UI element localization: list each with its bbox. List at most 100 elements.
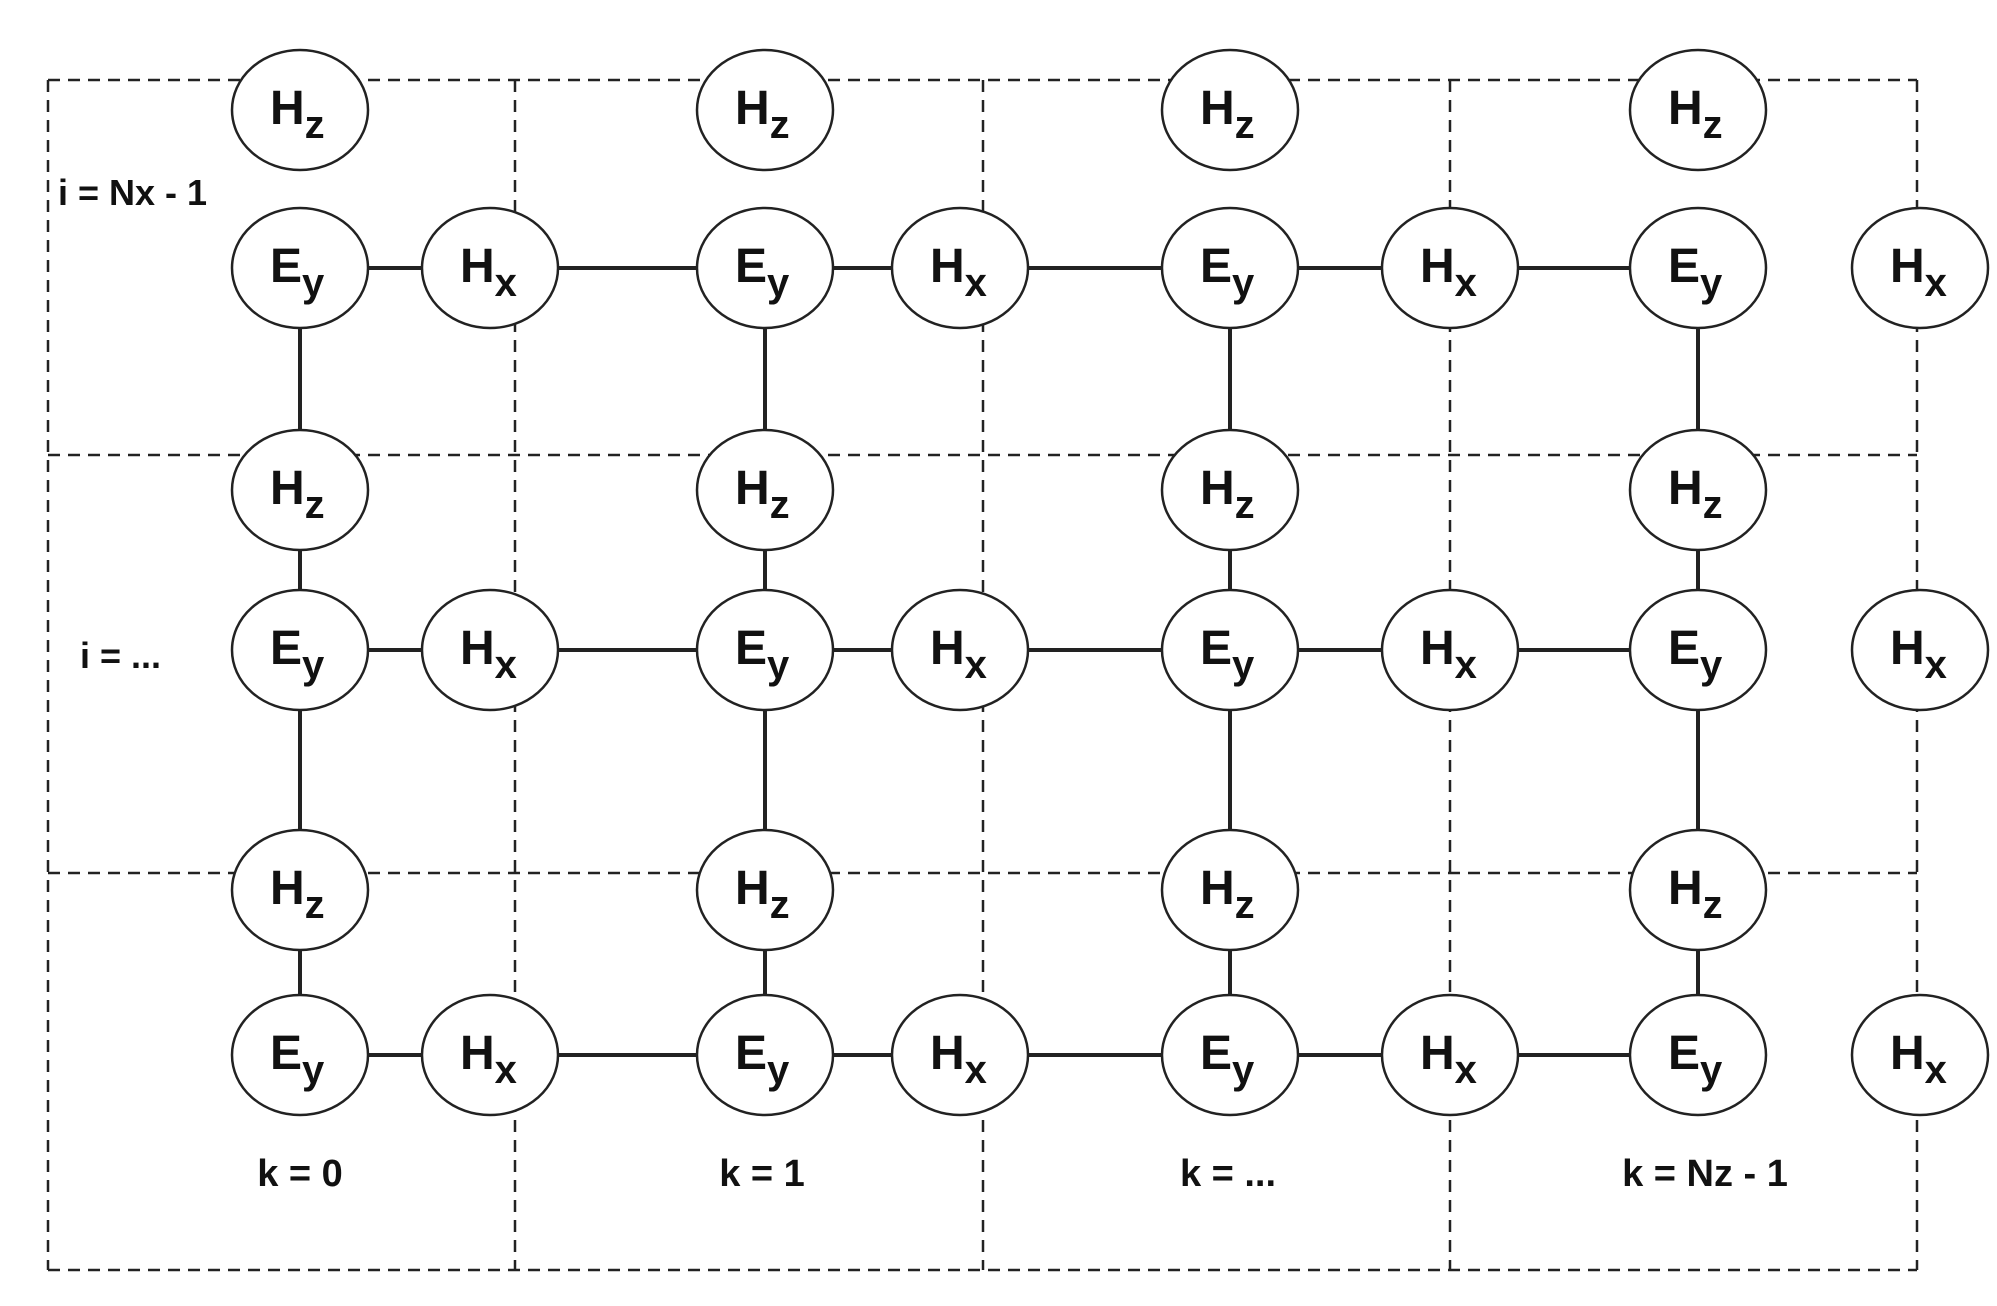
ey-node: Ey [695,588,835,712]
ey-node: Ey [1160,206,1300,330]
node-label: Hx [930,240,987,305]
node-circle [1160,206,1300,330]
node-label: Hx [460,240,517,305]
node-subscript: x [495,1048,517,1092]
hz-node: Hz [695,48,835,172]
node-label: Hz [1668,862,1723,927]
node-circle [695,428,835,552]
node-label: Ey [1668,622,1723,687]
node-main-letter: H [735,462,770,515]
hx-node: Hx [1850,993,1990,1117]
node-main-letter: E [270,240,302,293]
node-label: Hx [460,1027,517,1092]
node-main-letter: H [1890,622,1925,675]
ey-node: Ey [695,993,835,1117]
node-label: Hz [1200,82,1255,147]
node-subscript: x [1455,1048,1477,1092]
node-main-letter: E [1668,240,1700,293]
node-main-letter: H [1668,862,1703,915]
node-circle [695,828,835,952]
node-label: Hx [1890,1027,1947,1092]
node-subscript: y [302,643,325,687]
node-subscript: x [495,643,517,687]
node-subscript: x [965,1048,987,1092]
hx-node: Hx [1380,993,1520,1117]
node-subscript: z [770,103,790,147]
node-label: Hz [1668,82,1723,147]
ey-node: Ey [1160,588,1300,712]
hz-node: Hz [230,828,370,952]
node-subscript: y [767,261,790,305]
hz-node: Hz [695,828,835,952]
node-subscript: z [1703,103,1723,147]
node-main-letter: H [270,862,305,915]
node-circle [1628,48,1768,172]
hx-node: Hx [890,206,1030,330]
node-label: Hx [1420,1027,1477,1092]
node-main-letter: H [1200,82,1235,135]
hx-node: Hx [420,993,560,1117]
node-main-letter: H [735,862,770,915]
hz-node: Hz [1160,828,1300,952]
node-circle [890,588,1030,712]
node-label: Hz [270,82,325,147]
hz-node: Hz [1628,828,1768,952]
node-label: Hx [930,1027,987,1092]
node-label: Hz [1200,862,1255,927]
node-main-letter: H [1420,240,1455,293]
node-subscript: z [1703,483,1723,527]
node-main-letter: H [1890,1027,1925,1080]
node-subscript: y [767,1048,790,1092]
node-label: Hx [930,622,987,687]
node-label: Hz [1668,462,1723,527]
node-circle [420,588,560,712]
node-circle [1628,993,1768,1117]
ey-node: Ey [1628,588,1768,712]
node-main-letter: E [270,1027,302,1080]
node-main-letter: E [735,240,767,293]
node-main-letter: E [1200,240,1232,293]
node-subscript: x [1925,643,1947,687]
node-main-letter: E [735,622,767,675]
hz-node: Hz [1628,48,1768,172]
node-label: Ey [270,240,325,305]
node-label: Hx [1890,240,1947,305]
node-main-letter: E [1200,1027,1232,1080]
node-circle [420,206,560,330]
node-circle [230,828,370,952]
node-circle [1850,993,1990,1117]
node-subscript: z [1235,103,1255,147]
ey-node: Ey [1160,993,1300,1117]
ey-node: Ey [230,206,370,330]
node-subscript: x [1455,643,1477,687]
node-label: Hz [270,462,325,527]
node-subscript: x [1925,1048,1947,1092]
node-label: Hz [1200,462,1255,527]
node-main-letter: H [1890,240,1925,293]
node-circle [695,48,835,172]
hz-node: Hz [1160,428,1300,552]
node-subscript: z [1235,883,1255,927]
node-subscript: y [767,643,790,687]
node-main-letter: H [1200,462,1235,515]
node-label: Ey [735,240,790,305]
node-subscript: x [1455,261,1477,305]
node-circle [230,428,370,552]
node-subscript: y [1232,1048,1255,1092]
hz-node: Hz [1160,48,1300,172]
node-main-letter: H [460,1027,495,1080]
node-label: Ey [1200,622,1255,687]
node-main-letter: E [270,622,302,675]
hx-node: Hx [420,206,560,330]
node-label: Hz [270,862,325,927]
node-subscript: z [1703,883,1723,927]
column-label-k1: k = 1 [719,1153,805,1195]
node-label: Ey [1668,1027,1723,1092]
node-subscript: y [302,261,325,305]
node-subscript: y [1232,643,1255,687]
node-circle [230,993,370,1117]
node-circle [1160,428,1300,552]
node-circle [1380,993,1520,1117]
node-circle [1850,206,1990,330]
